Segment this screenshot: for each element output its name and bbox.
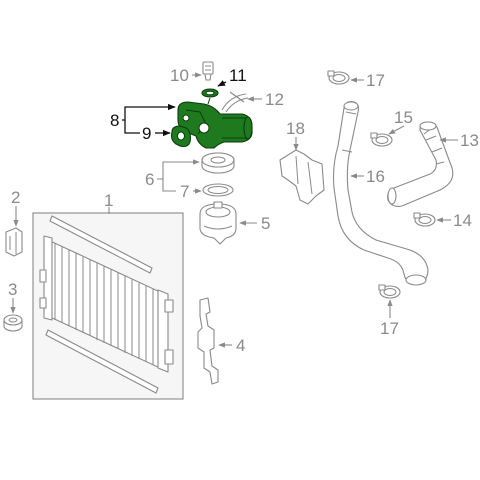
retaining-clip-part [221, 91, 249, 113]
hose-clamp-part-17-upper [327, 70, 350, 85]
callout-16: 16 [366, 167, 385, 186]
callout-15: 15 [394, 108, 413, 127]
callout-10: 10 [170, 66, 189, 85]
callout-11: 11 [229, 66, 247, 85]
leader-lines [10, 72, 458, 348]
leader-6 [157, 159, 200, 180]
tank-seal-part [202, 183, 234, 197]
callout-12: 12 [265, 90, 284, 109]
expansion-tank-part [199, 201, 237, 245]
air-guide-part [279, 149, 325, 205]
flange-gasket-part [170, 125, 192, 148]
callout-3: 3 [8, 280, 17, 299]
callout-7: 7 [180, 182, 189, 201]
callout-8: 8 [110, 111, 119, 130]
callout-14: 14 [453, 211, 472, 230]
leader-8-branch [124, 120, 140, 134]
callout-4: 4 [236, 336, 245, 355]
callout-17-lower: 17 [380, 319, 399, 338]
hose-clamp-part-17-lower [378, 284, 401, 299]
support-rail-part [197, 297, 219, 385]
leader-11 [217, 80, 227, 87]
radiator-assembly [32, 212, 184, 400]
callout-9: 9 [142, 124, 151, 143]
callout-2: 2 [11, 188, 20, 207]
hose-clamp-part-14 [413, 212, 436, 227]
callout-1: 1 [104, 191, 113, 210]
grommet-part [3, 314, 23, 332]
mount-bracket-part [5, 227, 23, 257]
callout-18: 18 [286, 119, 305, 138]
callout-5: 5 [261, 214, 270, 233]
hose-clamp-part-15 [370, 132, 393, 147]
callout-6: 6 [145, 170, 154, 189]
callout-17-upper: 17 [366, 71, 385, 90]
callout-13: 13 [460, 131, 479, 150]
temperature-sensor-part [202, 61, 214, 81]
coolant-flange-part [177, 97, 253, 149]
leader-15 [388, 125, 405, 135]
tank-cap-part [201, 152, 235, 174]
sensor-seal-part [201, 88, 219, 98]
callout-labels: 1 2 3 4 5 6 7 8 9 10 11 12 13 14 15 16 1… [8, 66, 479, 355]
lower-hose-part [332, 101, 429, 286]
leader-8 [122, 103, 176, 121]
leader-6-branch [162, 179, 176, 192]
upper-hose-part [387, 121, 454, 207]
